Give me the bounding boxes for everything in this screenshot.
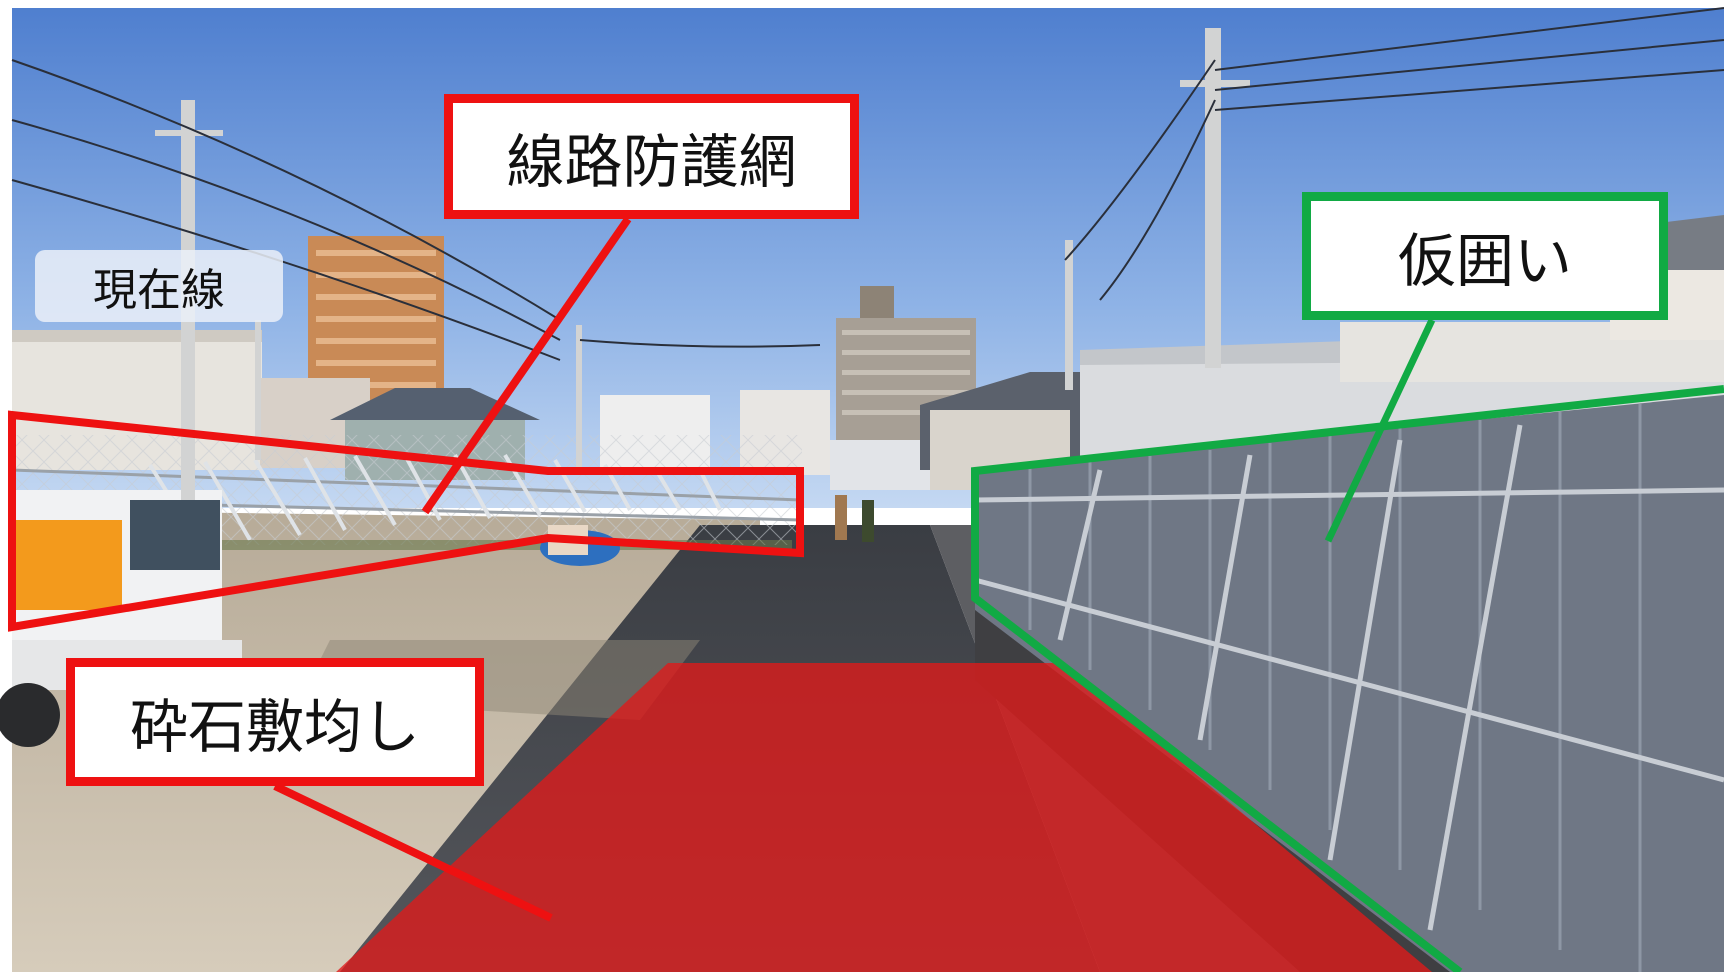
- temp-fence-outline: [971, 385, 1724, 972]
- temp-fence-leader: [1324, 318, 1436, 543]
- label-gravel-spreading: 砕石敷均し: [66, 658, 484, 786]
- power-lines: [11, 7, 1724, 361]
- label-current-line: 現在線: [35, 250, 283, 322]
- track-net-outline: [7, 410, 804, 632]
- track-net-leader: [421, 216, 632, 515]
- gravel-overlay: [336, 663, 1432, 972]
- gravel-leader: [273, 782, 553, 922]
- label-track-protection-net: 線路防護網: [444, 94, 859, 219]
- label-temporary-fence: 仮囲い: [1302, 192, 1668, 320]
